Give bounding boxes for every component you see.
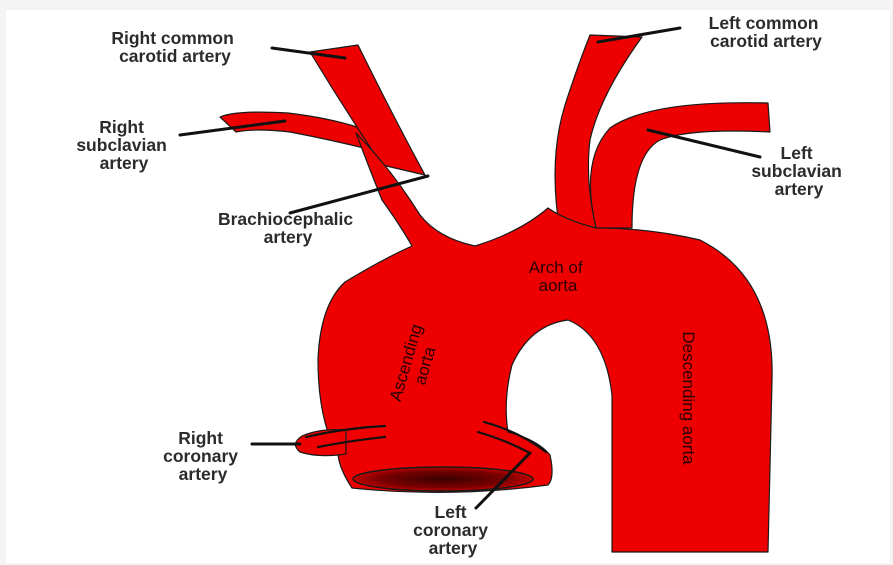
aorta-body-vessel bbox=[318, 133, 772, 552]
label-left-coronary: Left coronary artery bbox=[413, 502, 493, 558]
label-left-common-carotid: Left common carotid artery bbox=[709, 13, 824, 51]
left-subclavian-vessel bbox=[590, 103, 770, 228]
label-left-subclavian: Left subclavian artery bbox=[751, 143, 846, 199]
leader-left-subclavian bbox=[648, 130, 760, 157]
label-descending-aorta: Descending aorta bbox=[679, 331, 698, 465]
label-right-common-carotid: Right common carotid artery bbox=[111, 28, 238, 66]
label-brachiocephalic: Brachiocephalic artery bbox=[218, 209, 358, 247]
right-subclavian-vessel bbox=[220, 112, 372, 150]
label-right-coronary: Right coronary artery bbox=[163, 428, 243, 484]
label-right-subclavian: Right subclavian artery bbox=[76, 117, 171, 173]
label-descending-aorta-group: Descending aorta bbox=[679, 331, 698, 465]
